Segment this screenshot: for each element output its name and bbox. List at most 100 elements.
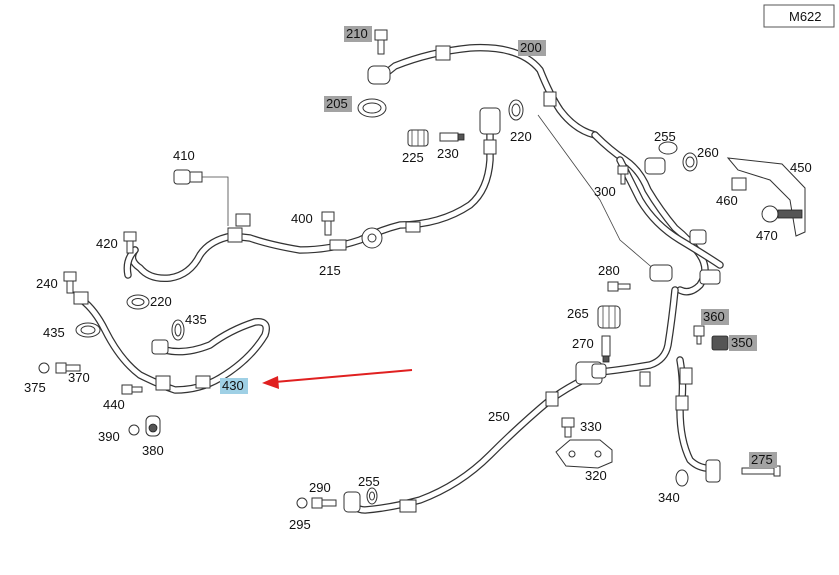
callout-number: 260 xyxy=(697,145,719,160)
callout-265[interactable]: 265 xyxy=(567,306,589,321)
valve-270-icon xyxy=(601,335,611,363)
callout-290[interactable]: 290 xyxy=(309,480,331,495)
callout-390[interactable]: 390 xyxy=(98,429,120,444)
callout-250[interactable]: 250 xyxy=(488,409,510,424)
callout-number: 350 xyxy=(731,335,753,350)
callout-330[interactable]: 330 xyxy=(580,419,602,434)
callout-number: 255 xyxy=(358,474,380,489)
callout-435[interactable]: 435 xyxy=(43,325,65,340)
callout-220[interactable]: 220 xyxy=(150,294,172,309)
callout-230[interactable]: 230 xyxy=(437,146,459,161)
callout-highlight xyxy=(729,335,757,351)
hose-segment-420 xyxy=(123,213,251,283)
callout-320[interactable]: 320 xyxy=(585,468,607,483)
callout-430[interactable]: 430 xyxy=(220,378,248,394)
seal-260-icon xyxy=(682,152,698,172)
callout-370[interactable]: 370 xyxy=(68,370,90,385)
callout-number: 460 xyxy=(716,193,738,208)
callout-255[interactable]: 255 xyxy=(654,129,676,144)
callout-460[interactable]: 460 xyxy=(716,193,738,208)
clip-350-icon xyxy=(711,335,729,351)
callout-215[interactable]: 215 xyxy=(319,263,341,278)
model-code-box: M622 xyxy=(763,4,835,28)
valve-230-icon xyxy=(439,132,465,142)
callout-number: 275 xyxy=(751,452,773,467)
callout-240[interactable]: 240 xyxy=(36,276,58,291)
hose-250 xyxy=(343,361,607,514)
cap-225-icon xyxy=(407,129,429,147)
callout-435[interactable]: 435 xyxy=(185,312,207,327)
callout-210[interactable]: 210 xyxy=(344,26,372,42)
callout-number: 420 xyxy=(96,236,118,251)
nut-375-icon xyxy=(38,362,50,374)
bolt-420-icon xyxy=(123,231,137,254)
callout-number: 400 xyxy=(291,211,313,226)
callout-470[interactable]: 470 xyxy=(756,228,778,243)
callout-number: 230 xyxy=(437,146,459,161)
callout-300[interactable]: 300 xyxy=(594,184,616,199)
callout-number: 225 xyxy=(402,150,424,165)
highlight-arrow xyxy=(262,369,413,389)
callout-410[interactable]: 410 xyxy=(173,148,195,163)
callout-number: 390 xyxy=(98,429,120,444)
callout-200[interactable]: 200 xyxy=(518,40,546,56)
callout-255[interactable]: 255 xyxy=(358,474,380,489)
callout-number: 430 xyxy=(222,378,244,393)
callout-labels: 210 200 205 225 230 220 255 260 450 300 460 470 410 4… xyxy=(24,26,812,532)
callout-number: 215 xyxy=(319,263,341,278)
callout-number: 370 xyxy=(68,370,90,385)
callout-295[interactable]: 295 xyxy=(289,517,311,532)
nut-460-icon xyxy=(731,177,747,191)
callout-number: 200 xyxy=(520,40,542,55)
bolt-370-icon xyxy=(55,362,81,374)
callout-number: 360 xyxy=(703,309,725,324)
callout-highlight xyxy=(518,40,546,56)
callout-340[interactable]: 340 xyxy=(658,490,680,505)
cap-265-icon xyxy=(597,305,621,329)
callout-280[interactable]: 280 xyxy=(598,263,620,278)
bolt-210-icon xyxy=(374,29,388,55)
seal-220-top-icon xyxy=(508,99,524,121)
callout-260[interactable]: 260 xyxy=(697,145,719,160)
callout-380[interactable]: 380 xyxy=(142,443,164,458)
callout-275[interactable]: 275 xyxy=(749,452,777,468)
callout-number: 220 xyxy=(510,129,532,144)
callout-highlight xyxy=(749,452,777,468)
callout-375[interactable]: 375 xyxy=(24,380,46,395)
callout-440[interactable]: 440 xyxy=(103,397,125,412)
callout-350[interactable]: 350 xyxy=(729,335,757,351)
callout-450[interactable]: 450 xyxy=(790,160,812,175)
clip-380-icon xyxy=(145,415,161,437)
model-code: M622 xyxy=(789,9,822,24)
callout-270[interactable]: 270 xyxy=(572,336,594,351)
seal-435-right-icon xyxy=(171,319,185,341)
callout-400[interactable]: 400 xyxy=(291,211,313,226)
callout-number: 375 xyxy=(24,380,46,395)
seal-220-left-icon xyxy=(126,294,150,310)
bolt-470-icon xyxy=(761,205,803,223)
callout-number: 340 xyxy=(658,490,680,505)
callout-highlight xyxy=(220,378,248,394)
callout-number: 450 xyxy=(790,160,812,175)
hose-200 xyxy=(367,43,599,139)
callout-420[interactable]: 420 xyxy=(96,236,118,251)
callout-number: 220 xyxy=(150,294,172,309)
bracket-320-icon xyxy=(555,439,613,469)
callout-205[interactable]: 205 xyxy=(324,96,352,112)
pipe-vertical-right xyxy=(596,286,721,483)
callout-highlight xyxy=(344,26,372,42)
bolt-400-icon xyxy=(321,211,335,236)
callout-360[interactable]: 360 xyxy=(701,309,729,325)
callout-number: 380 xyxy=(142,443,164,458)
callout-number: 470 xyxy=(756,228,778,243)
callout-number: 240 xyxy=(36,276,58,291)
callout-number: 250 xyxy=(488,409,510,424)
nut-390-icon xyxy=(128,424,140,436)
hose-215 xyxy=(228,107,501,254)
callout-220[interactable]: 220 xyxy=(510,129,532,144)
seal-255-top-icon xyxy=(658,141,678,155)
callout-225[interactable]: 225 xyxy=(402,150,424,165)
bolt-330-icon xyxy=(561,417,575,438)
callout-number: 255 xyxy=(654,129,676,144)
bolt-300-icon xyxy=(617,165,629,185)
